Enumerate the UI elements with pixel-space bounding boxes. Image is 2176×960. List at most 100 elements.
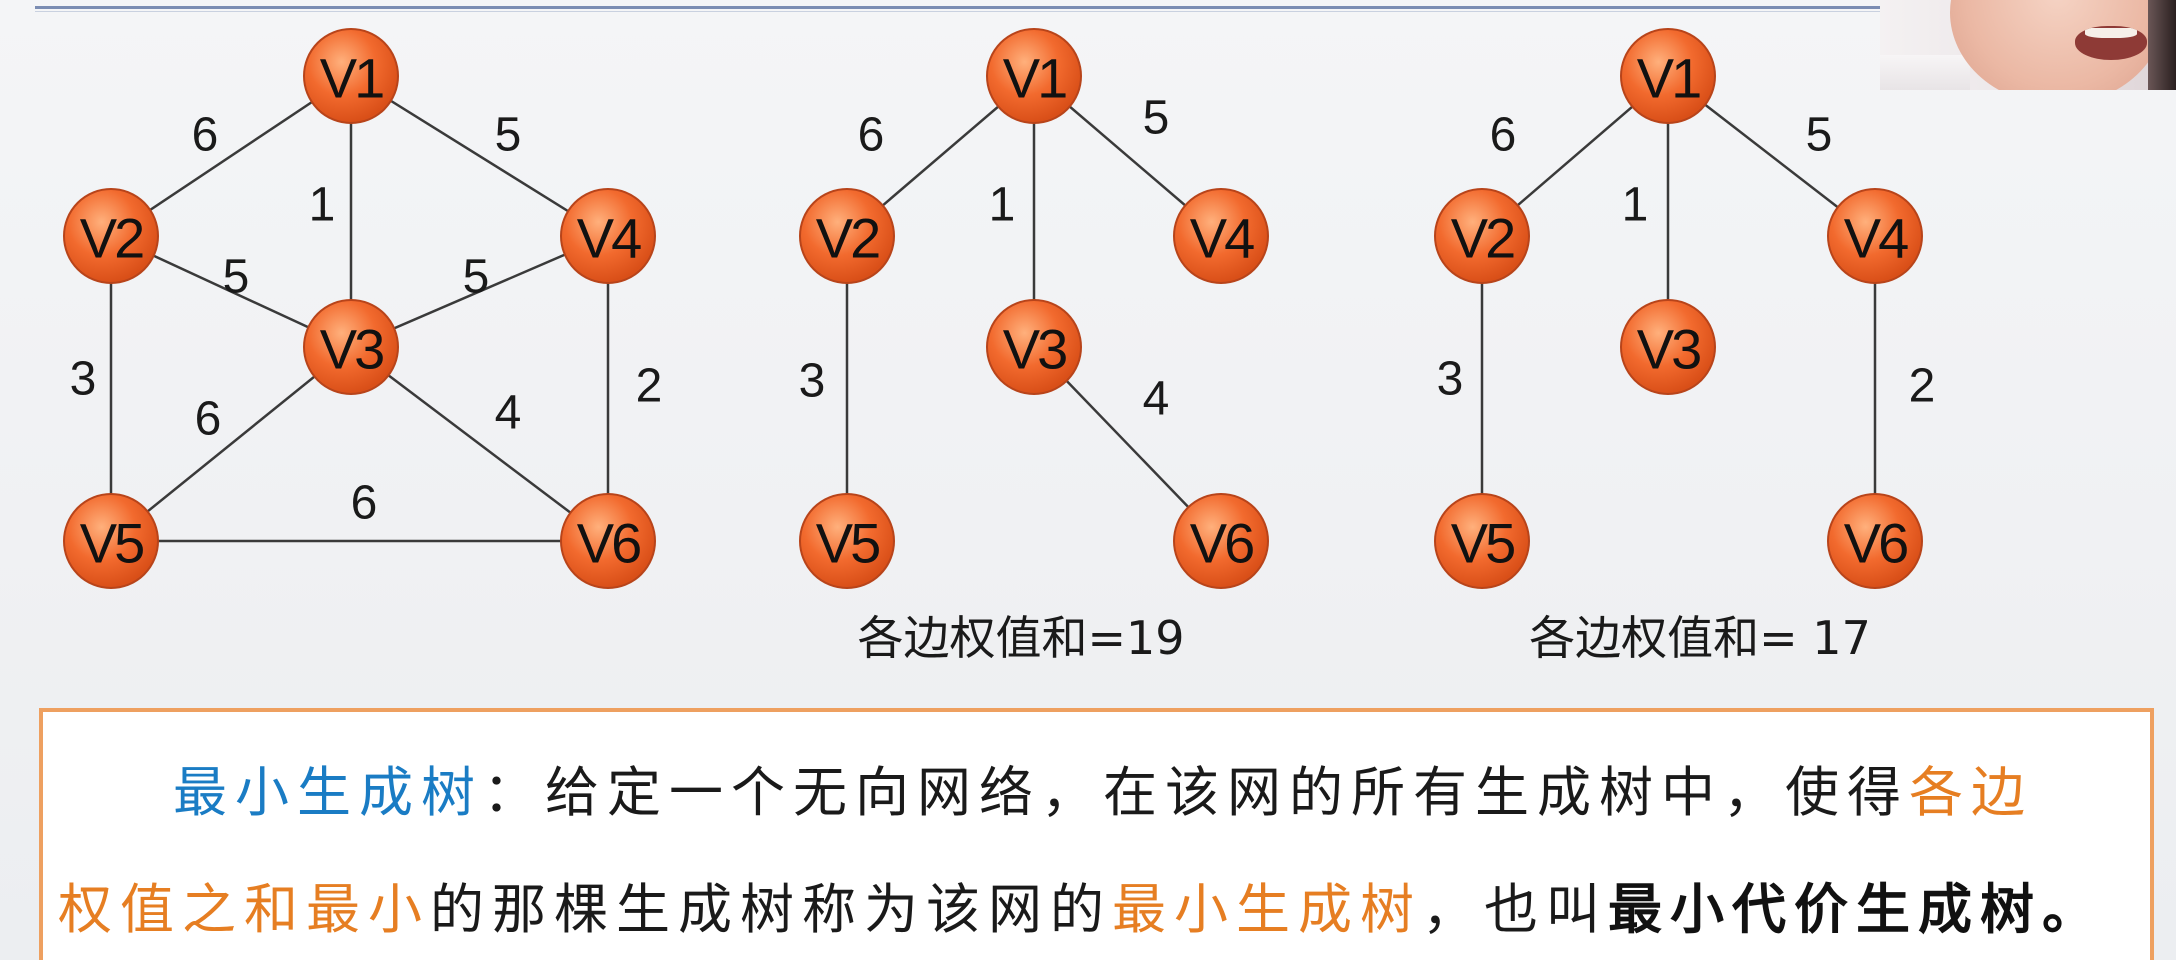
vertex-node: V4 bbox=[560, 188, 656, 284]
vertex-label: V1 bbox=[320, 47, 383, 110]
vertex-circle bbox=[560, 493, 656, 589]
definition-highlight: 权值之和最小 bbox=[58, 878, 430, 941]
presenter-teeth bbox=[2085, 28, 2137, 38]
edge-weight-label: 3 bbox=[70, 353, 97, 406]
vertex-circle bbox=[1827, 493, 1923, 589]
vertex-label: V2 bbox=[1451, 207, 1514, 270]
edge-weight-label: 2 bbox=[1909, 360, 1936, 413]
presenter-mouth bbox=[2075, 26, 2147, 60]
vertex-node: V1 bbox=[1620, 28, 1716, 124]
definition-box: 最小生成树：给定一个无向网络，在该网的所有生成树中，使得各边 权值之和最小的那棵… bbox=[39, 708, 2154, 960]
vertex-node: V6 bbox=[1827, 493, 1923, 589]
vertex-circle bbox=[1173, 188, 1269, 284]
vertex-label: V3 bbox=[1003, 318, 1066, 381]
edge-weight-label: 6 bbox=[858, 109, 885, 162]
definition-emphasis: 最小代价生成树。 bbox=[1608, 878, 2104, 941]
vertex-circle bbox=[799, 188, 895, 284]
vertex-node: V3 bbox=[303, 299, 399, 395]
edge-weight-label: 6 bbox=[351, 477, 378, 530]
vertex-label: V5 bbox=[80, 512, 143, 575]
definition-text: ：给定一个无向网络，在该网的所有生成树中，使得 bbox=[483, 761, 1909, 824]
edge-weight-label: 5 bbox=[1806, 109, 1833, 162]
vertex-node: V2 bbox=[1434, 188, 1530, 284]
vertex-node: V1 bbox=[303, 28, 399, 124]
vertex-circle bbox=[63, 493, 159, 589]
edge-weight-label: 6 bbox=[192, 109, 219, 162]
definition-line-1: 最小生成树：给定一个无向网络，在该网的所有生成树中，使得各边 bbox=[58, 734, 2150, 851]
vertex-circle bbox=[1620, 299, 1716, 395]
vertex-label: V6 bbox=[1844, 512, 1907, 575]
vertex-circle bbox=[63, 188, 159, 284]
edge-weight-label: 6 bbox=[1490, 109, 1517, 162]
vertex-node: V5 bbox=[63, 493, 159, 589]
vertex-node: V6 bbox=[1173, 493, 1269, 589]
vertex-node: V6 bbox=[560, 493, 656, 589]
vertex-label: V6 bbox=[1190, 512, 1253, 575]
vertex-label: V6 bbox=[577, 512, 640, 575]
presenter-hair bbox=[2148, 0, 2176, 90]
vertex-node: V2 bbox=[63, 188, 159, 284]
vertex-circle bbox=[303, 28, 399, 124]
definition-highlight: 最小生成树 bbox=[1112, 878, 1422, 941]
edge-weight-label: 6 bbox=[195, 393, 222, 446]
vertex-node: V4 bbox=[1173, 188, 1269, 284]
edge-line bbox=[350, 346, 609, 542]
edge-weight-label: 5 bbox=[495, 109, 522, 162]
vertex-label: V4 bbox=[577, 207, 641, 270]
edge-line bbox=[110, 346, 352, 542]
vertex-circle bbox=[1827, 188, 1923, 284]
vertex-circle bbox=[986, 28, 1082, 124]
edge-weight-label: 4 bbox=[1143, 373, 1170, 426]
edge-weight-label: 2 bbox=[636, 360, 663, 413]
vertex-node: V3 bbox=[986, 299, 1082, 395]
vertex-circle bbox=[1173, 493, 1269, 589]
vertex-label: V3 bbox=[320, 318, 383, 381]
slide-top-rule bbox=[35, 6, 1880, 9]
vertex-label: V3 bbox=[1637, 318, 1700, 381]
definition-text: ，也叫 bbox=[1422, 878, 1608, 941]
vertex-label: V4 bbox=[1190, 207, 1254, 270]
edge-weight-label: 5 bbox=[223, 251, 250, 304]
vertex-circle bbox=[303, 299, 399, 395]
edge-weight-label: 1 bbox=[309, 179, 336, 232]
presenter-webcam-overlay bbox=[1880, 0, 2176, 90]
vertex-circle bbox=[1434, 493, 1530, 589]
definition-text: 的那棵生成树称为该网的 bbox=[430, 878, 1112, 941]
vertex-node: V4 bbox=[1827, 188, 1923, 284]
edge-weight-label: 3 bbox=[799, 355, 826, 408]
vertex-circle bbox=[560, 188, 656, 284]
edge-weight-label: 4 bbox=[495, 387, 522, 440]
vertex-node: V5 bbox=[799, 493, 895, 589]
vertex-label: V1 bbox=[1003, 47, 1066, 110]
definition-line-2: 权值之和最小的那棵生成树称为该网的最小生成树，也叫最小代价生成树。 bbox=[58, 851, 2150, 960]
edge-weight-label: 5 bbox=[463, 251, 490, 304]
vertex-circle bbox=[1434, 188, 1530, 284]
total-weight-caption: 各边权值和=19 bbox=[857, 611, 1184, 665]
vertex-circle bbox=[986, 299, 1082, 395]
vertex-circle bbox=[1620, 28, 1716, 124]
edge-weight-label: 1 bbox=[989, 179, 1016, 232]
vertex-node: V3 bbox=[1620, 299, 1716, 395]
edge-weight-label: 1 bbox=[1622, 179, 1649, 232]
presenter-collar bbox=[1880, 55, 1970, 90]
definition-highlight: 各边 bbox=[1909, 761, 2033, 824]
vertex-node: V1 bbox=[986, 28, 1082, 124]
vertex-label: V5 bbox=[816, 512, 879, 575]
vertex-label: V5 bbox=[1451, 512, 1514, 575]
edge-line bbox=[110, 74, 352, 238]
edge-line bbox=[350, 74, 609, 238]
definition-term: 最小生成树 bbox=[173, 761, 483, 824]
edge-weight-label: 3 bbox=[1437, 353, 1464, 406]
vertex-node: V5 bbox=[1434, 493, 1530, 589]
vertex-label: V4 bbox=[1844, 207, 1908, 270]
edge-weight-label: 5 bbox=[1143, 92, 1170, 145]
vertex-node: V2 bbox=[799, 188, 895, 284]
vertex-circle bbox=[799, 493, 895, 589]
total-weight-caption: 各边权值和= 17 bbox=[1529, 611, 1871, 665]
slide-top-rule-shadow bbox=[35, 11, 1880, 12]
vertex-label: V2 bbox=[80, 207, 143, 270]
